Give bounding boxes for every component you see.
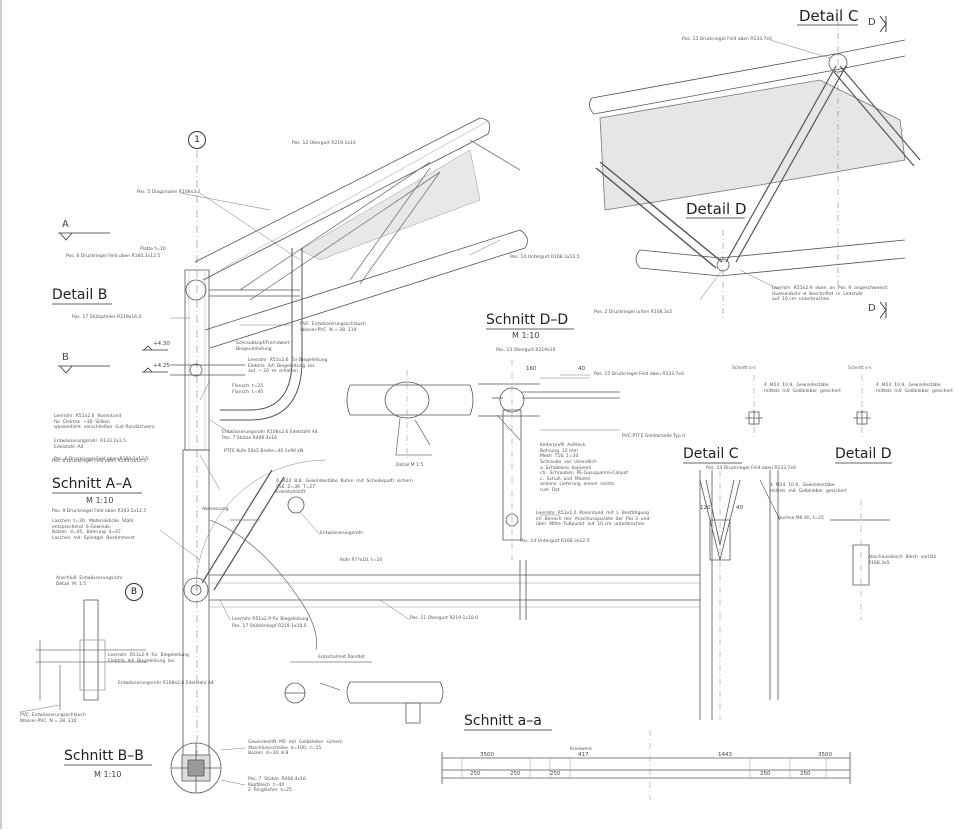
title-detail-c-small: Detail C (683, 446, 739, 462)
note-laschen: Laschen t=30, Materialdicke Stahl entspr… (52, 519, 135, 541)
dim-detc-1: 120 (700, 505, 711, 511)
note-leerrohr-aa: Leerrohr R51x2.9 für Biegeleitung (232, 617, 309, 622)
note-ptfe-aa: PTFE Kufe 50x5 Breite=40 2x90 kN (224, 449, 304, 454)
note-bb: Gewindestift M5 mit Gelbkleber sichern A… (248, 740, 343, 757)
level-upper: +4.30 (153, 341, 170, 347)
note-pos7: Pos. 7 Stütze R406.4x16 (222, 436, 278, 441)
schnitt-dd-drawing (478, 329, 620, 560)
note-pos17: Pos. 17 Stützpfeiler R219x16.0 (72, 315, 142, 320)
entschaeumer-detail (285, 662, 443, 723)
note-pos13-dd: Pos. 13 Obergurt R219x10 (496, 348, 556, 353)
note-flansch: Flansch t=25 Flansch t=40 (232, 384, 264, 395)
note-pos15-top: Pos. 15 Druckriegel Feld oben R133.7x6 (682, 37, 772, 42)
note-pos16: Pos. 6 Druckriegel Feld oben R160.3x12.5 (54, 457, 149, 462)
dim-a-sub-2: 250 (510, 771, 521, 777)
note-pos6: Pos. 6 Druckriegel Feld oben R160.3x12.5 (66, 254, 161, 259)
dim-detc-2: 40 (736, 505, 743, 511)
note-buchse: Buchse M6 40, t=25 (778, 516, 824, 521)
note-ueberrohr: Leerrohr R51x2.6 Rosentund für Elektrik … (54, 414, 155, 431)
note-entw-b: Entwässerungsrohr R108x2.6 Edelstahl A4 (118, 681, 214, 686)
note-m24-aa: 4 M24 8.8, Gewindestäbe Kufen mit Scheib… (276, 479, 414, 496)
schnitt-a-drawing (442, 730, 850, 800)
dim-a-sub-3: 250 (550, 771, 561, 777)
note-m24-right: 4 M24 10.9, Gewindestäbe mittels mit Gel… (876, 383, 953, 394)
note-gleitlager: Abmessung (202, 507, 229, 512)
dim-a-3: 1443 (718, 752, 732, 758)
dim-a-sub-1: 250 (470, 771, 481, 777)
title-schnitt-aa: Schnitt A–A (52, 476, 132, 492)
title-detail-d-small: Detail D (835, 446, 892, 462)
note-platte: Platte t=10 (140, 247, 166, 252)
note-m24-left: 4 M24 10.9, Gewindestäbe mittels mit Gel… (764, 383, 841, 394)
section-d-marker-mid: D (868, 303, 876, 314)
note-pos11: Pos. 11 Obergurt R219.1x10.0 (410, 616, 479, 621)
dim-a-4: 3500 (818, 752, 832, 758)
gridline-1-bubble: 1 (188, 131, 206, 149)
schnitt-bb-drawing (64, 743, 245, 793)
note-m24-detc: 4 M24 10.9, Gewindestäbe mittels mit Gel… (770, 483, 847, 494)
note-entschaeumer: Entschalmet Randlot (318, 655, 365, 660)
note-zwischen: Entwässerungsrohr R133.2x3.5 Edelstahl A… (54, 439, 127, 450)
section-d-marker-top: D (868, 17, 876, 28)
gleitlager-section (347, 370, 473, 460)
level-lower: +4.25 (153, 363, 170, 369)
note-kreiswerk: Kreiswerk (570, 747, 592, 752)
schnitt-aa-drawing (52, 450, 778, 760)
anschluss-detail (20, 600, 146, 712)
dim-dd-2: 40 (578, 366, 585, 372)
title-detail-d-top: Detail D (686, 200, 747, 218)
dim-a-sub-5: 250 (800, 771, 811, 777)
scale-dd: M 1:10 (512, 331, 540, 340)
note-entw-aa: Entwässerungsrohr (320, 531, 364, 536)
note-schnitt-ss-left: Schnitt s-s (732, 366, 756, 371)
scale-aa: M 1:10 (86, 496, 114, 505)
note-leerrohr: Leerrohr R51x2.6 für Biegeleitung Elektr… (248, 358, 328, 375)
note-detail-a: Detail M 1:5 (396, 463, 424, 468)
note-pos7-bb: Pos. 7 Stütze R406.4x16 Kopfblech t=40 2… (248, 777, 306, 794)
section-a-marker: A (62, 219, 69, 230)
note-pos5: Pos. 5 Diagonalen R108x3.2 (137, 190, 201, 195)
section-b-marker: B (62, 352, 69, 363)
note-pos14-dd: Pos. 14 Untergurt R168.3x12.5 (520, 539, 590, 544)
note-blech: Abschlussblech Blech vorlätz R168.3x5 (868, 555, 937, 566)
title-detail-b: Detail B (52, 287, 108, 303)
detail-c-d-elevation (589, 16, 920, 320)
scale-bb: M 1:10 (94, 770, 122, 779)
note-leerrohr-right: Leerrohr R51x2.9 eben an Pos. 9 angeschw… (772, 286, 888, 303)
title-schnitt-dd: Schnitt D–D (486, 312, 569, 328)
note-schraube: Schraubkopf/Fremdwort Biegeumleitung (236, 341, 290, 352)
note-leerrohr-b: Leerrohr R51x2.9 für Biegeleitung Elektr… (108, 653, 189, 664)
note-pvc-b: PVC Entwässerungsschlauch Wasser-PVC N =… (20, 713, 86, 724)
note-pos17-aa: Pos. 17 Stützenkopf R219.1x10.0 (232, 624, 307, 629)
dim-a-sub-4: 250 (760, 771, 771, 777)
title-schnitt-a-small: Schnitt a–a (464, 713, 542, 729)
dim-a-1: 3500 (480, 752, 494, 758)
note-pvc-main: PVC Entwässerungsschlauch Wasser-PVC N =… (300, 322, 366, 333)
note-rohr: Rohr R??x10, t=10 (340, 558, 383, 563)
note-entwaesserung-2: Entwässerungsrohr R108x2.6 Edelstahl A4 (222, 430, 318, 435)
dim-dd-1: 160 (526, 366, 537, 372)
note-pos2-d: Pos. 2 Druckriegel unten R168.3x5 (594, 310, 673, 315)
note-dd-bottom: Leerrohr R51x2.0 Rosentund mit L Bestäti… (536, 511, 650, 528)
note-pos15-dd: Pos. 15 Druckriegel Feld oben R133.7x6 (594, 372, 684, 377)
detail-c-d-small (683, 375, 892, 720)
title-schnitt-bb: Schnitt B–B (64, 748, 144, 764)
note-schnitt-ss-right: Schnitt s-s (848, 366, 872, 371)
note-anschluss: Anschluß Entwässerungsrohr Detail M 1:5 (56, 576, 123, 587)
gridline-b-bubble: B (125, 583, 143, 601)
note-pos8-aa: Pos. 8 Druckriegel Feld oben R193.5x12.5 (52, 459, 147, 464)
dim-a-2: 417 (578, 752, 589, 758)
note-pvc-pfd: PVC-PTFE Gleitlamelle Typ II (622, 434, 685, 439)
note-pos12: Pos. 12 Obergurt R219.1x10 (292, 141, 356, 146)
title-detail-c-top: Detail C (799, 7, 859, 25)
note-pos14-detc: Pos. 14 Druckriegel Feld oben R133.7x6 (706, 466, 796, 471)
note-pos14: Pos. 14 Untergurt R168.3x12.5 (510, 255, 580, 260)
note-pos9-aa: Pos. 9 Druckriegel Feld oben R193.5x12.5 (52, 509, 147, 514)
note-kederprofil: Kederprofil Aufdeck Bohrung 12 mm Mesh T… (540, 443, 629, 493)
